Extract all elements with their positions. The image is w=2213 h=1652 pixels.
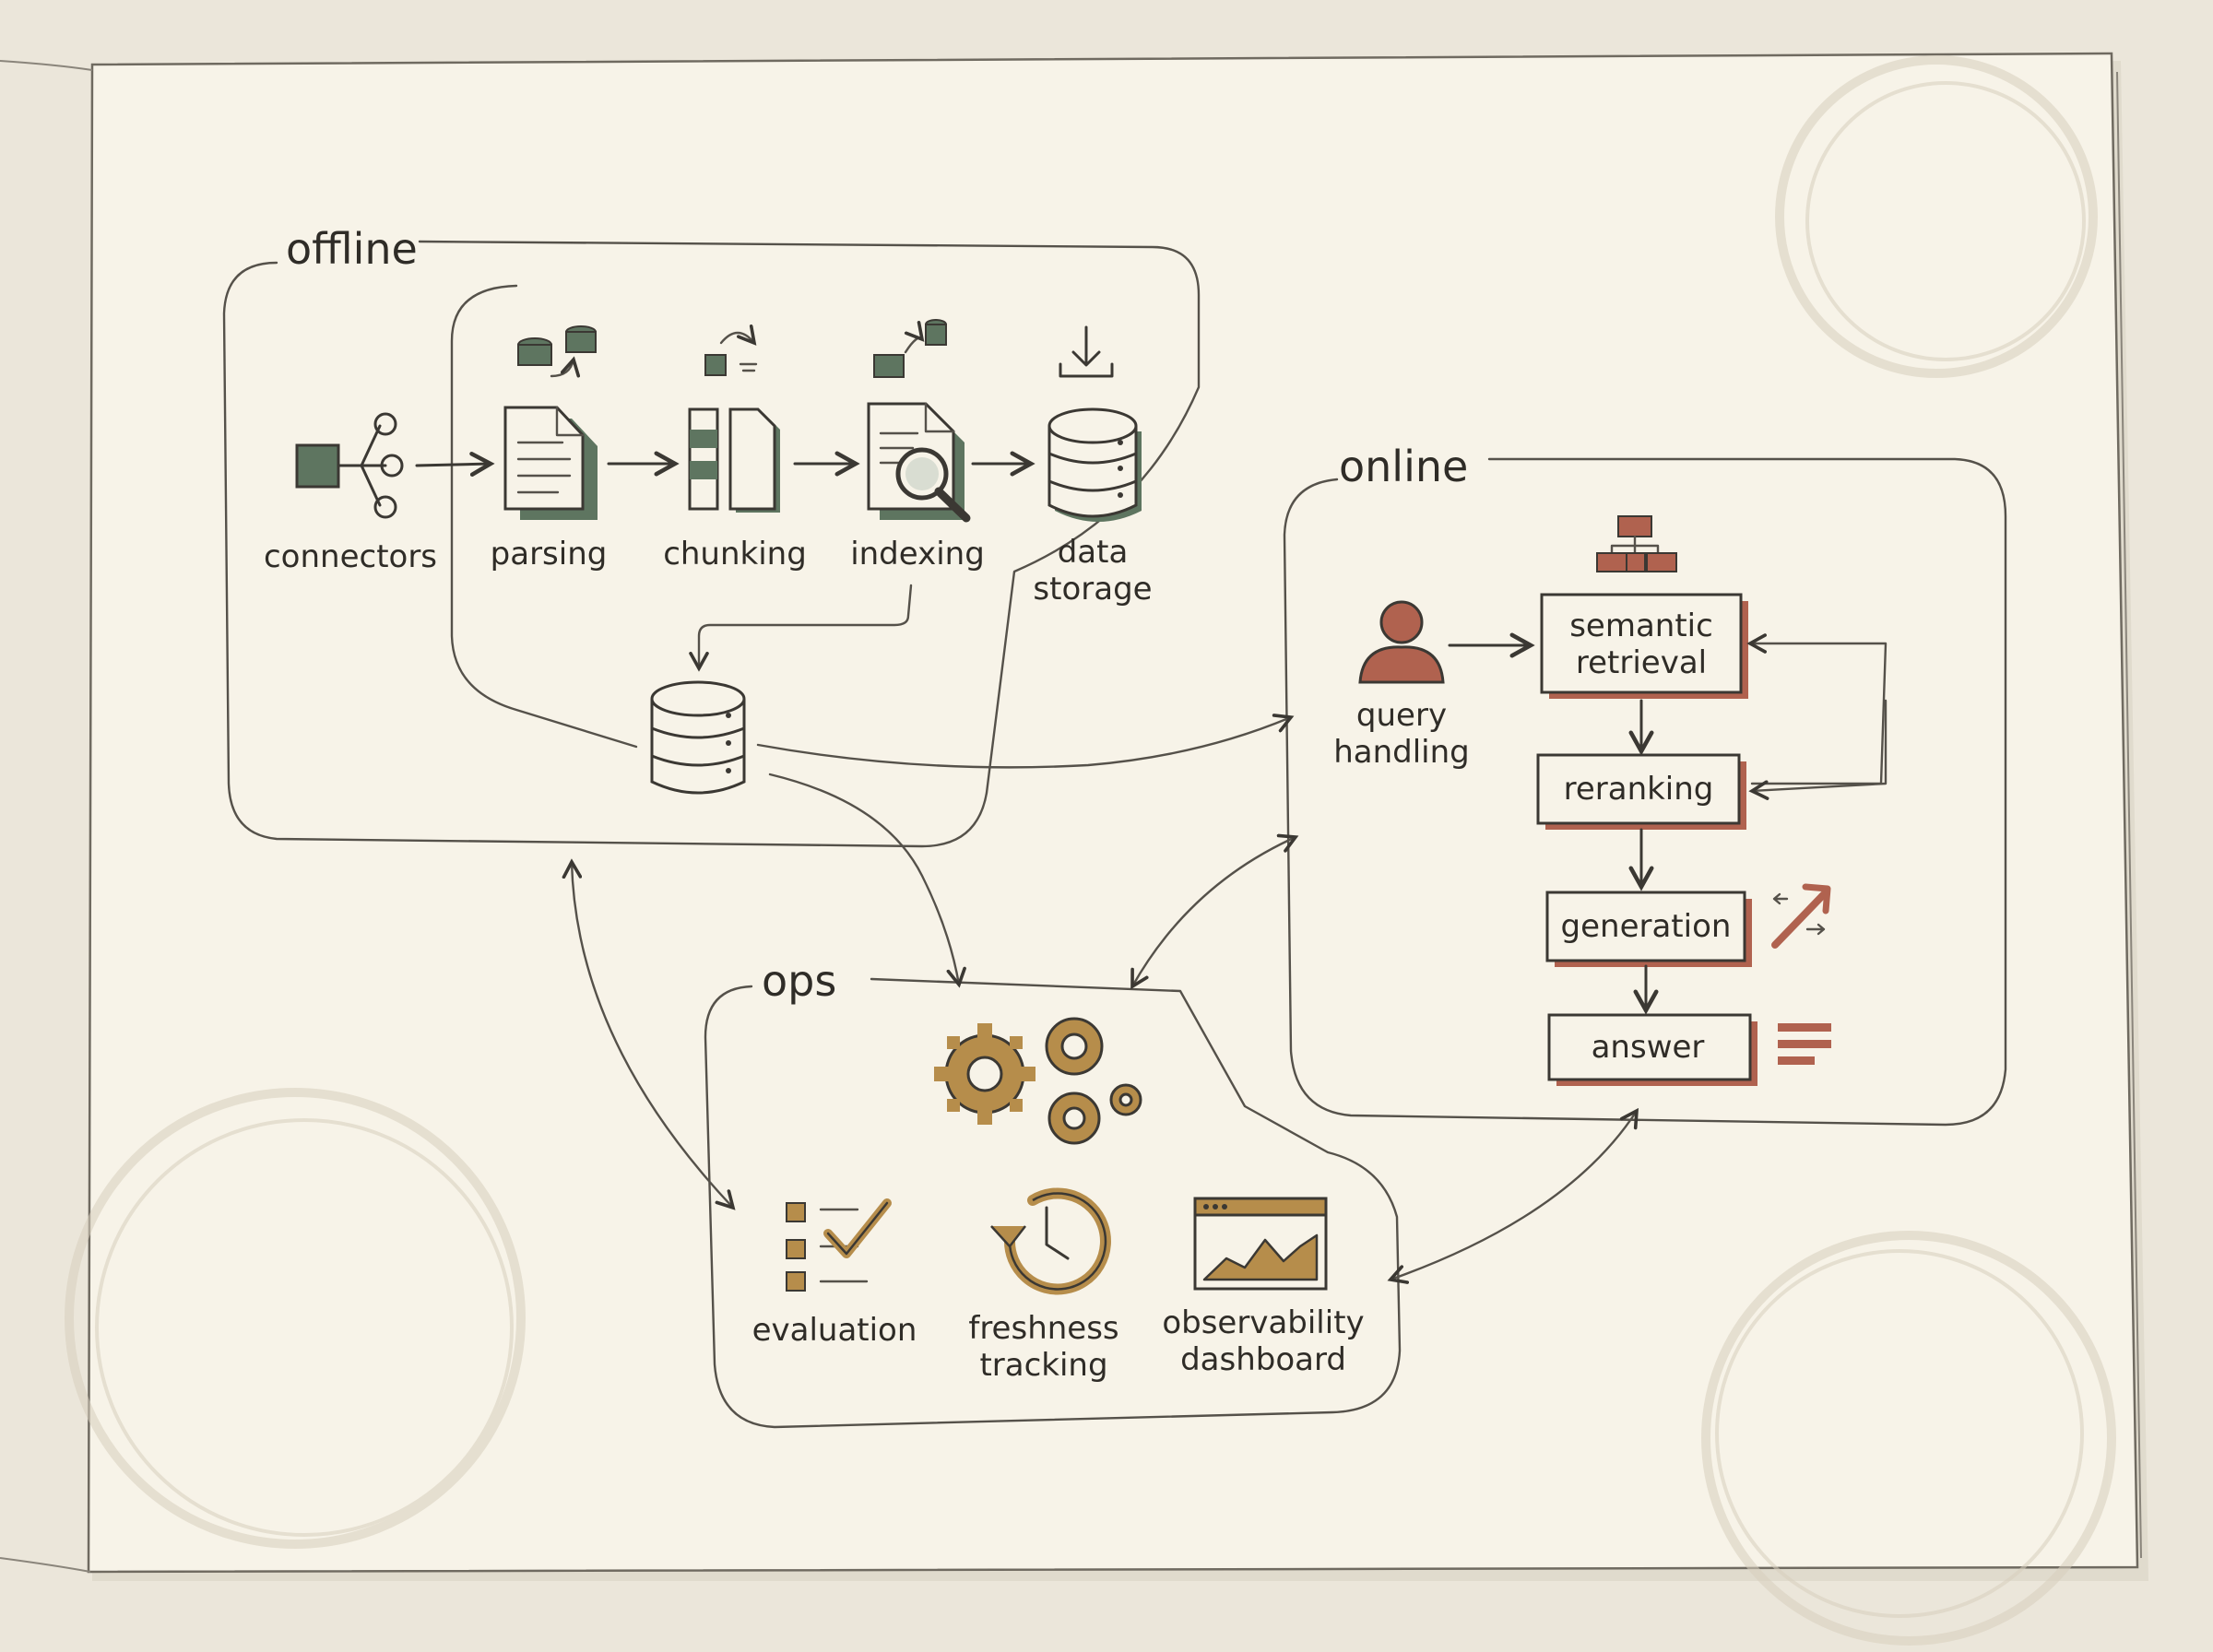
- freshness-tracking-label-line1: freshness: [968, 1310, 1118, 1347]
- observability-dashboard-label-line2: dashboard: [1180, 1341, 1346, 1378]
- arrow-db-to-online: [756, 717, 1291, 769]
- indexing-label: indexing: [850, 536, 985, 572]
- reranking-label: reranking: [1564, 771, 1714, 808]
- arrow-db-to-ops: [768, 773, 959, 985]
- vector-database-icon: [650, 680, 746, 795]
- arrow-indexing-to-vector-db: [699, 584, 913, 668]
- arrow-feedback-loop-reranking: [1752, 699, 1888, 791]
- arrow-feedback-loop-retrieval: [1750, 643, 1888, 785]
- connectors-label: connectors: [264, 538, 437, 575]
- online-region: [1283, 457, 2007, 1127]
- data-storage-icon: [1047, 407, 1142, 522]
- parsing-icon: [503, 406, 598, 520]
- arrow-connectors-to-parsing: [415, 464, 491, 466]
- coffee-stains: [65, 55, 2116, 1646]
- parsing-label: parsing: [491, 536, 608, 572]
- arrow-ops-online-bidirectional: [1132, 837, 1296, 986]
- chunking-icon: [688, 407, 780, 513]
- trend-arrow-icon: [1771, 883, 1831, 949]
- ops-region-label: ops: [762, 956, 836, 1006]
- reranking-box: reranking: [1536, 753, 1746, 830]
- generation-label: generation: [1561, 908, 1732, 945]
- arrow-dashboard-online-bidirectional: [1391, 1111, 1637, 1280]
- clock-refresh-icon: [990, 1187, 1111, 1295]
- offline-inner-region: [450, 284, 638, 749]
- arrow-offline-ops-bidirectional: [572, 862, 733, 1208]
- query-handling-label-line1: query: [1356, 697, 1447, 734]
- data-storage-label-line2: storage: [1033, 571, 1152, 608]
- query-user-icon: [1358, 600, 1445, 684]
- indexing-icon: [867, 402, 971, 523]
- semantic-retrieval-label-line2: retrieval: [1576, 644, 1707, 681]
- offline-region-label: offline: [286, 224, 418, 274]
- query-handling-label-line2: handling: [1333, 734, 1470, 771]
- dashboard-chart-icon: [1193, 1197, 1328, 1291]
- chunking-label: chunking: [663, 536, 807, 572]
- gears-icon: [934, 1017, 1142, 1145]
- chunking-split-icon: [704, 333, 758, 376]
- offline-region: [222, 240, 1201, 848]
- answer-box: answer: [1547, 1013, 1757, 1086]
- hierarchy-icon: [1596, 515, 1677, 572]
- checklist-icon: [786, 1198, 892, 1292]
- semantic-retrieval-box: semantic retrieval: [1540, 593, 1748, 699]
- text-lines-icon: [1778, 1023, 1831, 1065]
- generation-box: generation: [1545, 891, 1752, 967]
- online-region-label: online: [1339, 442, 1468, 491]
- data-storage-label-line1: data: [1058, 534, 1129, 571]
- download-icon: [1059, 325, 1114, 378]
- answer-label: answer: [1592, 1029, 1705, 1066]
- connectors-icon: [295, 412, 404, 519]
- freshness-tracking-label-line2: tracking: [979, 1347, 1107, 1384]
- evaluation-label: evaluation: [752, 1312, 917, 1349]
- observability-dashboard-label-line1: observability: [1162, 1304, 1364, 1341]
- parsing-db-swap-icon: [517, 325, 597, 376]
- semantic-retrieval-label-line1: semantic: [1569, 608, 1713, 644]
- indexing-folder-db-icon: [873, 319, 947, 378]
